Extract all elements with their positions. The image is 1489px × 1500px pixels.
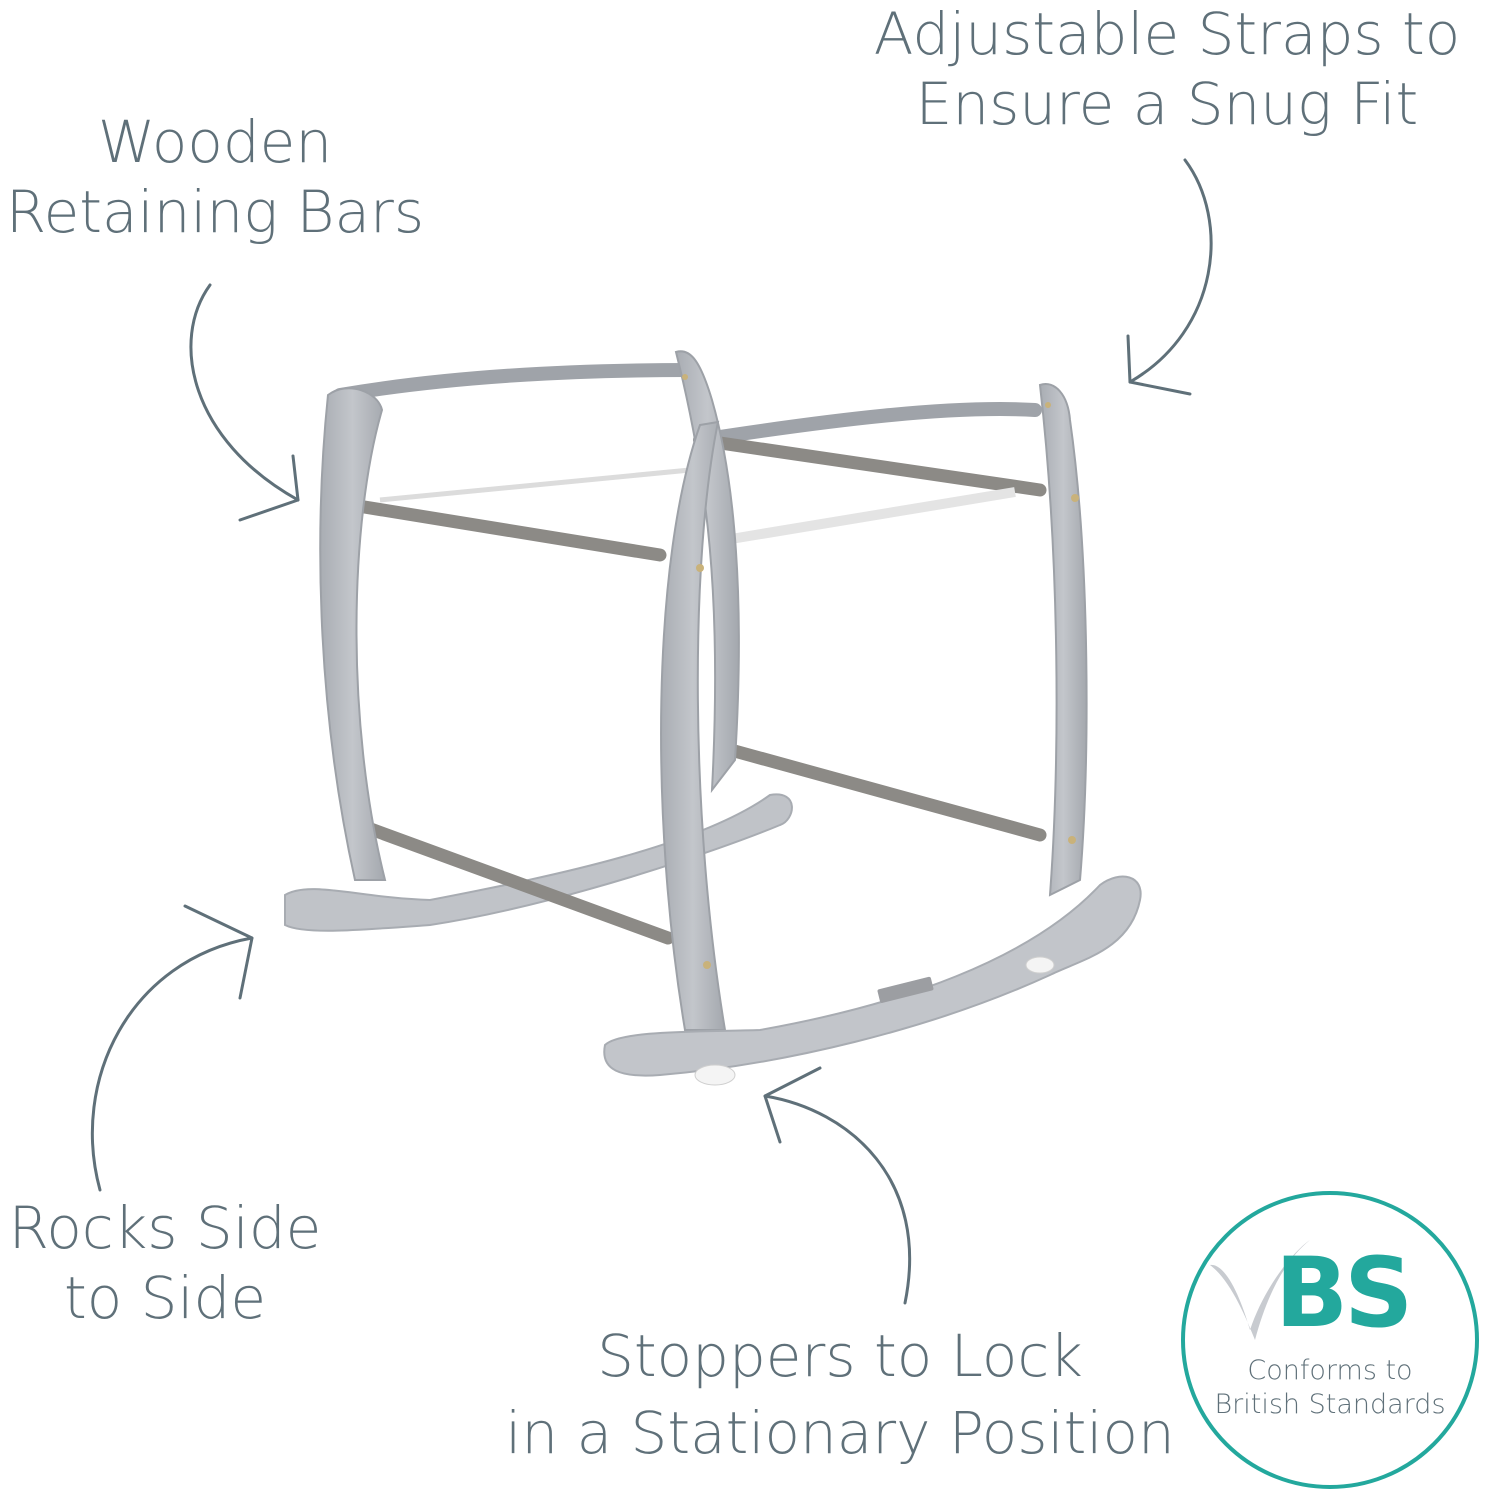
arrow-icon	[763, 1066, 912, 1305]
arrow-icon	[90, 904, 254, 1192]
callout-rocks-side-to-side: Rocks Side to Side	[0, 1194, 330, 1333]
callout-stoppers: Stoppers to Lock in a Stationary Positio…	[480, 1318, 1200, 1471]
arrow-icon	[189, 283, 300, 522]
rocking-stand	[284, 350, 1142, 1086]
arrow-icon	[1126, 158, 1213, 396]
checkmark-icon	[1210, 1240, 1310, 1340]
callout-line: to Side	[63, 1263, 267, 1332]
badge-caption: Conforms to	[1247, 1355, 1413, 1386]
callout-line: in a Stationary Position	[505, 1398, 1175, 1467]
badge-caption: British Standards	[1214, 1389, 1446, 1420]
callout-line: Ensure a Snug Fit	[915, 69, 1419, 138]
callout-line: Adjustable Straps to	[873, 0, 1461, 68]
callout-line: Stoppers to Lock	[597, 1322, 1083, 1390]
callout-wooden-retaining-bars: Wooden Retaining Bars	[0, 108, 430, 247]
badge-letters: BS	[1275, 1237, 1413, 1349]
callout-line: Retaining Bars	[5, 177, 425, 246]
callout-adjustable-straps: Adjustable Straps to Ensure a Snug Fit	[852, 0, 1482, 139]
callout-line: Rocks Side	[8, 1194, 322, 1262]
callout-line: Wooden	[97, 108, 333, 176]
british-standards-badge: BS Conforms to British Standards	[1181, 1191, 1479, 1489]
